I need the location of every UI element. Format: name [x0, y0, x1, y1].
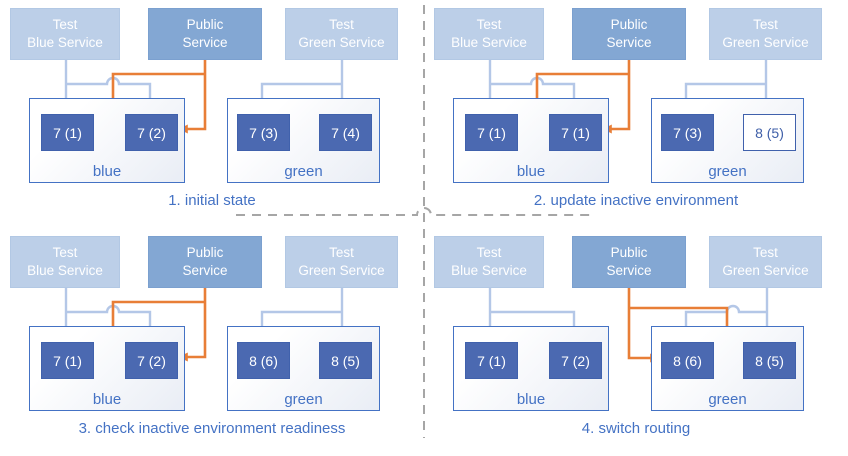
test-green-service-box: Test Green Service [285, 8, 398, 60]
green-pod-2: 8 (5) [319, 342, 372, 379]
blue-pod-2: 7 (2) [125, 114, 178, 151]
test-green-arrow-pod1 [257, 82, 342, 112]
public-arrow-green-pod1 [627, 288, 660, 363]
green-environment-box: 7 (3) 7 (4) green [227, 98, 380, 183]
service-label-line2: Green Service [722, 35, 809, 50]
blue-pod-2: 7 (1) [549, 114, 602, 151]
service-label-line2: Service [182, 263, 228, 278]
green-environment-box: 8 (6) 8 (5) green [227, 326, 380, 411]
blue-environment-box: 7 (1) 7 (2) blue [453, 326, 609, 411]
service-label-line1: Test [329, 244, 354, 260]
test-blue-arrow-pod2 [490, 310, 579, 340]
service-label-line1: Test [476, 244, 502, 260]
blue-environment-box: 7 (1) 7 (2) blue [29, 98, 185, 183]
test-blue-service-box: Test Blue Service [10, 236, 120, 288]
blue-environment-box: 7 (1) 7 (1) blue [453, 98, 609, 183]
green-environment-box: 7 (3) 8 (5) green [651, 98, 804, 183]
public-arrow-blue-pod2 [178, 60, 207, 134]
blue-environment-label: blue [516, 391, 546, 408]
service-label-line1: Test [753, 244, 778, 260]
step-caption: 4. switch routing [581, 420, 691, 437]
green-environment-box: 8 (6) 8 (5) green [651, 326, 804, 411]
service-label-line1: Public [186, 16, 224, 32]
service-label-line2: Service [182, 35, 228, 50]
quadrant-3-check-inactive-environment-readiness: Test Blue Service Public Service Test Gr… [0, 228, 424, 456]
service-label-line1: Public [610, 244, 648, 260]
service-label-line1: Test [52, 16, 78, 32]
step-caption: 1. initial state [168, 192, 256, 209]
green-pod-1: 7 (3) [661, 114, 714, 151]
public-arrow-blue-pod2 [602, 60, 631, 134]
public-service-box: Public Service [148, 8, 262, 60]
step-caption: 3. check inactive environment readiness [78, 420, 346, 437]
service-label-line2: Blue Service [27, 263, 103, 278]
green-pod-2-starting: 8 (5) [743, 114, 796, 151]
service-label-line2: Blue Service [451, 35, 527, 50]
test-green-arrow-pod1 [681, 82, 766, 112]
green-environment-label: green [708, 163, 747, 180]
blue-environment-label: blue [516, 163, 546, 180]
service-label-line1: Test [329, 16, 354, 32]
service-label-line2: Blue Service [27, 35, 103, 50]
test-green-service-box: Test Green Service [285, 236, 398, 288]
blue-environment-label: blue [92, 391, 122, 408]
test-green-arrow-pod1 [257, 310, 342, 340]
service-label-line1: Test [52, 244, 78, 260]
quadrant-4-switch-routing: Test Blue Service Public Service Test Gr… [424, 228, 848, 456]
green-pod-1: 8 (6) [237, 342, 290, 379]
blue-environment-label: blue [92, 163, 122, 180]
public-arrow-blue-pod2 [178, 288, 207, 362]
green-environment-label: green [284, 391, 323, 408]
green-pod-1: 8 (6) [661, 342, 714, 379]
public-service-box: Public Service [572, 8, 686, 60]
step-caption: 2. update inactive environment [533, 192, 739, 209]
service-label-line2: Service [606, 263, 652, 278]
test-blue-service-box: Test Blue Service [434, 8, 544, 60]
blue-pod-1: 7 (1) [465, 114, 518, 151]
green-pod-1: 7 (3) [237, 114, 290, 151]
test-blue-service-box: Test Blue Service [434, 236, 544, 288]
blue-pod-2: 7 (2) [549, 342, 602, 379]
test-green-service-box: Test Green Service [709, 236, 822, 288]
quadrant-2-update-inactive-environment: Test Blue Service Public Service Test Gr… [424, 0, 848, 228]
test-green-service-box: Test Green Service [709, 8, 822, 60]
blue-pod-1: 7 (1) [465, 342, 518, 379]
green-environment-label: green [708, 391, 747, 408]
service-label-line2: Green Service [298, 263, 385, 278]
blue-environment-box: 7 (1) 7 (2) blue [29, 326, 185, 411]
blue-pod-1: 7 (1) [41, 342, 94, 379]
test-blue-service-box: Test Blue Service [10, 8, 120, 60]
service-label-line1: Public [186, 244, 224, 260]
service-label-line2: Green Service [298, 35, 385, 50]
service-label-line1: Public [610, 16, 648, 32]
service-label-line2: Service [606, 35, 652, 50]
service-label-line1: Test [753, 16, 778, 32]
blue-pod-2: 7 (2) [125, 342, 178, 379]
green-pod-2: 8 (5) [743, 342, 796, 379]
green-environment-label: green [284, 163, 323, 180]
blue-pod-1: 7 (1) [41, 114, 94, 151]
service-label-line1: Test [476, 16, 502, 32]
green-pod-2: 7 (4) [319, 114, 372, 151]
public-service-box: Public Service [148, 236, 262, 288]
service-label-line2: Green Service [722, 263, 809, 278]
public-service-box: Public Service [572, 236, 686, 288]
quadrant-1-initial-state: Test Blue Service Public Service Test Gr… [0, 0, 424, 228]
service-label-line2: Blue Service [451, 263, 527, 278]
